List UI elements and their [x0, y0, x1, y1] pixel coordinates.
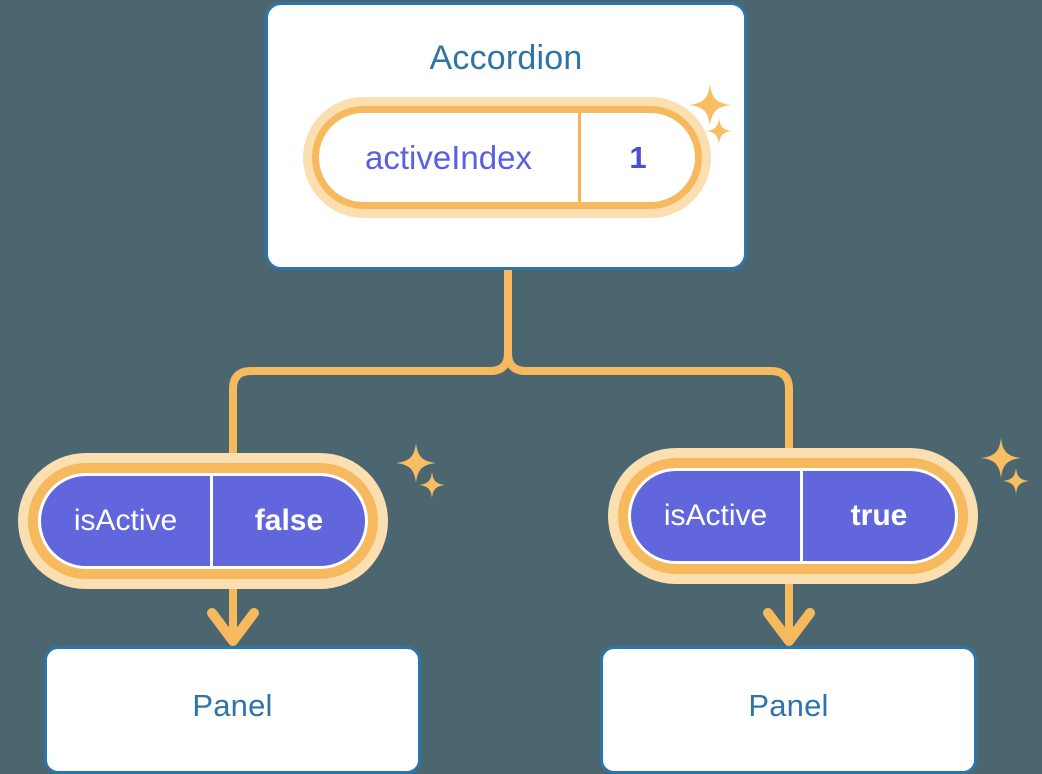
branch-connector [229, 266, 512, 477]
sparkle-icon [689, 84, 731, 126]
state-key-label: isActive [41, 476, 213, 566]
state-key-label: isActive [631, 471, 803, 561]
state-key-label: activeIndex [319, 113, 581, 202]
state-pill-is-active-left[interactable]: isActive false [38, 473, 368, 569]
state-value-label: false [254, 504, 324, 537]
state-value-label: 1 [629, 139, 647, 175]
sparkle-icon [396, 443, 436, 483]
arrow-down-icon [763, 574, 815, 646]
sparkle-icon [981, 438, 1021, 478]
sparkle-icon [706, 118, 732, 144]
sparkle-icon [1003, 468, 1029, 494]
arrow-down-icon [207, 578, 259, 646]
panel-component-card-right[interactable]: Panel [600, 646, 977, 774]
sparkle-icon [419, 472, 445, 498]
branch-connector [504, 266, 793, 472]
state-pill-is-active-right[interactable]: isActive true [628, 468, 958, 564]
accordion-title: Accordion [429, 39, 583, 77]
panel-title: Panel [192, 688, 273, 723]
panel-component-card-left[interactable]: Panel [44, 646, 421, 774]
state-value-label: true [850, 499, 908, 532]
state-pill-active-index[interactable]: activeIndex 1 [312, 106, 702, 209]
panel-title: Panel [748, 688, 829, 723]
